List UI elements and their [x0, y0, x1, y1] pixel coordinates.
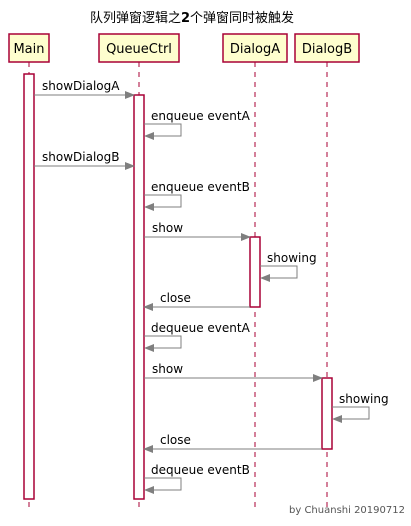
- participant-dialogA-box: [222, 33, 288, 63]
- message-label: dequeue eventA: [151, 321, 251, 335]
- self-message-arrow: [144, 335, 182, 352]
- activation-bars: [23, 73, 333, 500]
- participant-dialogB-label: DialogB: [302, 42, 352, 57]
- activation-queue: [133, 94, 145, 500]
- message-label: showDialogB: [42, 150, 119, 164]
- diagram-title: 队列弹窗逻辑之2个弹窗同时被触发: [90, 10, 294, 26]
- self-message-arrow: [144, 477, 182, 494]
- participant-main-label: Main: [13, 42, 44, 57]
- activation-dialogA: [249, 236, 261, 308]
- message-label: dequeue eventB: [151, 463, 250, 477]
- message-label: close: [160, 433, 191, 447]
- self-message-arrow: [332, 406, 370, 423]
- activation-main: [23, 73, 35, 500]
- self-message-arrow: [260, 265, 298, 282]
- participant-queue-box: [98, 33, 180, 63]
- message-label: enqueue eventB: [151, 180, 250, 194]
- self-message-arrow: [144, 194, 182, 211]
- message-label: showing: [267, 251, 317, 265]
- signature: by Chuanshi 20190712: [289, 505, 405, 516]
- message-label: enqueue eventA: [151, 109, 251, 123]
- message-label: show: [152, 362, 183, 376]
- message-label: showDialogA: [42, 79, 120, 93]
- message-label: showing: [339, 392, 389, 406]
- participants: Main QueueCtrl DialogA DialogB: [8, 33, 360, 63]
- message-label: show: [152, 221, 183, 235]
- participant-dialogA-label: DialogA: [230, 42, 280, 57]
- activation-dialogB: [321, 377, 333, 450]
- message-label: close: [160, 291, 191, 305]
- participant-queue-label: QueueCtrl: [106, 42, 172, 57]
- participant-dialogB-box: [294, 33, 360, 63]
- messages: showDialogA enqueue eventA showDialogB enqu…: [34, 79, 389, 494]
- participant-main-box: [8, 33, 50, 63]
- self-message-arrow: [144, 123, 182, 140]
